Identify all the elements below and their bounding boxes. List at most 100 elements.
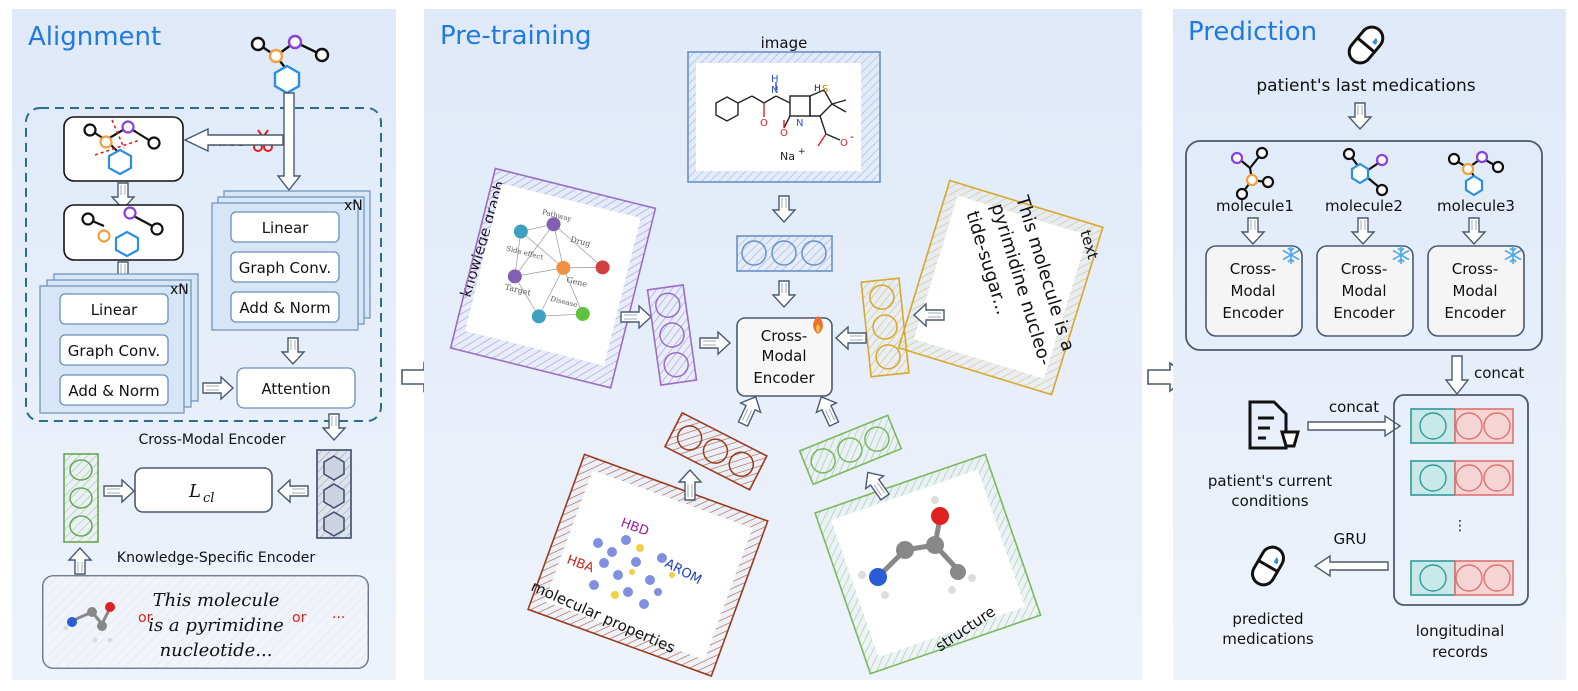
input-molecule bbox=[250, 34, 330, 95]
molecule-token bbox=[316, 449, 352, 539]
concat-down-arrow bbox=[1444, 355, 1470, 396]
clipboard-icon bbox=[1248, 400, 1300, 450]
encoder-line-2: Modal bbox=[762, 347, 807, 365]
encoder-3-line-2: Modal bbox=[1453, 282, 1498, 300]
knowledge-token bbox=[63, 453, 99, 543]
frozen-encoder-2 bbox=[1316, 245, 1414, 337]
xn-label-right: xN bbox=[344, 198, 363, 214]
molecule-1-label: molecule1 bbox=[1216, 197, 1294, 215]
knowledge-specific-encoder-caption: Knowledge-Specific Encoder bbox=[117, 550, 315, 566]
encoder-2-line-3: Encoder bbox=[1333, 304, 1395, 322]
encoder-2-line-1: Cross- bbox=[1341, 260, 1388, 278]
last-medications-label: patient's last medications bbox=[1256, 76, 1475, 96]
add-norm-label: Add & Norm bbox=[68, 382, 159, 400]
encoder-3-line-1: Cross- bbox=[1452, 260, 1499, 278]
frozen-encoder-3 bbox=[1427, 245, 1525, 337]
encoder-2-line-2: Modal bbox=[1342, 282, 1387, 300]
graph-conv-label: Graph Conv. bbox=[239, 259, 331, 277]
layer-box bbox=[59, 334, 169, 366]
frozen-encoder-1 bbox=[1205, 245, 1303, 337]
chem-o2-label: O bbox=[780, 128, 788, 139]
attention-box bbox=[236, 367, 356, 409]
encoder-3-line-3: Encoder bbox=[1444, 304, 1506, 322]
concat-mid-label: concat bbox=[1329, 398, 1379, 416]
layer-box bbox=[230, 211, 340, 243]
records-line-2: records bbox=[1432, 643, 1488, 661]
layer-box bbox=[230, 291, 340, 323]
text-line-2: is a pyrimidine bbox=[148, 615, 284, 636]
layer-box bbox=[59, 374, 169, 406]
encoder-line-3: Encoder bbox=[753, 369, 815, 387]
molecular-properties-card bbox=[527, 453, 769, 678]
linear-label: Linear bbox=[262, 219, 309, 237]
cross-modal-encoder-caption: Cross-Modal Encoder bbox=[138, 432, 285, 448]
alignment-title: Alignment bbox=[28, 22, 161, 52]
chem-o-label: O bbox=[760, 118, 768, 129]
ball-stick-structure-icon bbox=[858, 496, 976, 599]
or-label-1: or bbox=[138, 610, 153, 626]
text-tokens bbox=[860, 277, 910, 378]
prediction-title: Prediction bbox=[1188, 17, 1317, 47]
predicted-line-1: predicted bbox=[1232, 610, 1303, 628]
molecules-container bbox=[1185, 140, 1543, 351]
chem-s-label: S bbox=[822, 84, 828, 95]
loss-symbol: L bbox=[188, 481, 201, 502]
molecule-3-label: molecule3 bbox=[1437, 197, 1515, 215]
record-row bbox=[1410, 408, 1514, 444]
structure-tokens bbox=[798, 414, 903, 486]
chem-na-label: Na bbox=[780, 150, 795, 163]
gru-left-arrow bbox=[1313, 554, 1389, 578]
encoder-1-line-1: Cross- bbox=[1230, 260, 1277, 278]
conditions-line-2: conditions bbox=[1231, 492, 1308, 510]
fire-icon bbox=[813, 316, 823, 334]
kg-tokens bbox=[646, 284, 698, 386]
add-norm-label: Add & Norm bbox=[239, 299, 330, 317]
gru-label: GRU bbox=[1333, 530, 1366, 548]
concat-right-arrow bbox=[1307, 414, 1402, 438]
text-line-1: This molecule bbox=[153, 590, 280, 611]
knowledge-graph-card: Drug Gene Target Pathway Disease Side ef… bbox=[449, 167, 657, 389]
pretraining-title: Pre-training bbox=[440, 21, 591, 51]
structure-card bbox=[814, 453, 1042, 675]
molecule-3-icon bbox=[1447, 150, 1505, 197]
linear-label: Linear bbox=[91, 301, 138, 319]
chem-plus-label: + bbox=[798, 147, 806, 157]
predicted-line-2: medications bbox=[1222, 630, 1314, 648]
chem-h2-label: H bbox=[814, 84, 821, 94]
records-ellipsis: ⋮ bbox=[1453, 518, 1467, 534]
encoder-line-1: Cross- bbox=[761, 327, 808, 345]
text-line-3: nucleotide... bbox=[160, 640, 273, 661]
image-tokens bbox=[736, 235, 833, 272]
chem-h-label: H bbox=[771, 74, 779, 85]
molprop-tokens bbox=[663, 411, 768, 491]
text-card bbox=[897, 179, 1104, 396]
image-card: H N O S N O O Na + - H bbox=[687, 51, 881, 183]
graph-conv-label: Graph Conv. bbox=[68, 342, 160, 360]
ellipsis-label: ... bbox=[332, 606, 345, 622]
conditions-line-1: patient's current bbox=[1208, 472, 1332, 490]
record-row bbox=[1410, 560, 1514, 596]
chem-n-label: N bbox=[771, 85, 778, 96]
molecule-1-icon bbox=[1230, 146, 1275, 201]
molecule-2-icon bbox=[1342, 147, 1389, 197]
record-row bbox=[1410, 460, 1514, 496]
encoder-1-line-2: Modal bbox=[1231, 282, 1276, 300]
loss-subscript: cl bbox=[203, 491, 214, 506]
layer-box bbox=[230, 251, 340, 283]
layer-box bbox=[59, 293, 169, 325]
cross-modal-encoder-region bbox=[25, 107, 382, 422]
loss-box bbox=[134, 467, 273, 513]
chem-minus-label: - bbox=[850, 130, 854, 143]
down-arrow bbox=[276, 92, 302, 192]
encoder-1-line-3: Encoder bbox=[1222, 304, 1284, 322]
chem-n2-label: N bbox=[796, 118, 803, 129]
or-label-2: or bbox=[292, 610, 307, 626]
concat-top-label: concat bbox=[1474, 364, 1524, 382]
central-encoder-box bbox=[736, 317, 833, 397]
property-dots bbox=[589, 535, 675, 609]
records-line-1: longitudinal bbox=[1416, 622, 1504, 640]
ball-stick-molecule-icon bbox=[63, 602, 115, 643]
chem-o3-label: O bbox=[840, 138, 848, 149]
